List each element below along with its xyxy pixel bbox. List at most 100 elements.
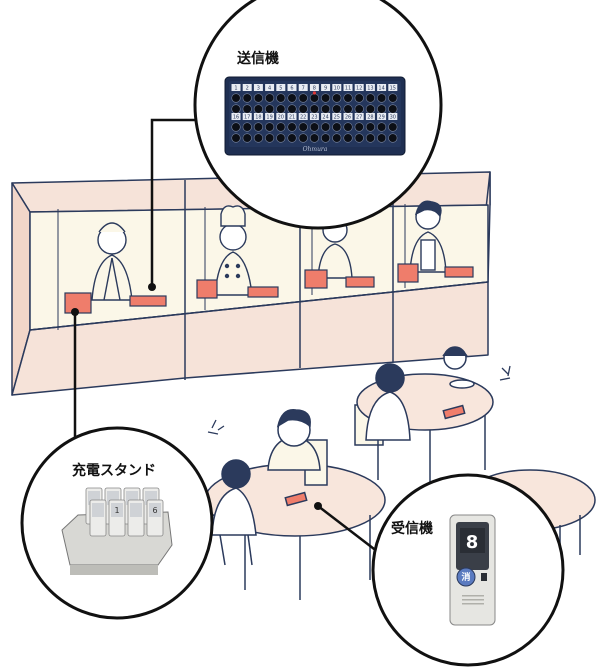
transmitter-key-button[interactable]	[377, 104, 387, 114]
transmitter-key-button[interactable]	[388, 122, 398, 132]
transmitter-key-button[interactable]	[276, 122, 286, 132]
transmitter-key-button[interactable]	[242, 122, 252, 132]
transmitter-key-button[interactable]	[377, 122, 387, 132]
transmitter-key-button[interactable]	[332, 133, 342, 143]
transmitter-key-label-bg	[276, 84, 286, 91]
transmitter-key-number: 20	[278, 115, 284, 121]
receiver-device: 8 消	[449, 514, 496, 626]
staff-chef-1	[91, 222, 133, 301]
transmitter-key-button[interactable]	[298, 93, 308, 103]
transmitter-key-button[interactable]	[343, 122, 353, 132]
transmitter-key-button[interactable]	[365, 133, 376, 143]
transmitter-key-button[interactable]	[231, 104, 241, 114]
transmitter-key-button[interactable]	[265, 93, 275, 103]
transmitter-key-number: 1	[234, 86, 237, 92]
transmitter-key-label-bg	[365, 84, 375, 91]
transmitter-key-button[interactable]	[354, 104, 364, 114]
transmitter-key-button[interactable]	[343, 104, 353, 114]
transmitter-key-button[interactable]	[365, 104, 376, 114]
transmitter-key-number: 18	[255, 115, 261, 121]
transmitter-key-number: 25	[334, 115, 340, 121]
transmitter-key-button[interactable]	[287, 93, 297, 103]
transmitter-key-button[interactable]	[298, 104, 308, 114]
transmitter-key-button[interactable]	[388, 104, 398, 114]
transmitter-key-button[interactable]	[388, 133, 398, 143]
transmitter-brand-logo: Ohmura	[303, 146, 328, 153]
table-back	[354, 346, 494, 485]
transmitter-key-button[interactable]	[287, 122, 297, 132]
transmitter-key-button[interactable]	[276, 133, 286, 143]
transmitter-key-button[interactable]	[354, 133, 364, 143]
transmitter-key-button[interactable]	[309, 93, 320, 103]
transmitter-key-number: 9	[324, 86, 327, 92]
transmitter-key-button[interactable]	[343, 93, 353, 103]
transmitter-key-label-bg	[354, 113, 364, 120]
transmitter-key-button[interactable]	[231, 133, 241, 143]
transmitter-key-button[interactable]	[388, 93, 398, 103]
transmitter-key-button[interactable]	[287, 104, 297, 114]
transmitter-key-button[interactable]	[365, 93, 376, 103]
charging-pager-screen	[111, 503, 123, 517]
transmitter-key-button[interactable]	[265, 122, 275, 132]
transmitter-key-button[interactable]	[343, 133, 353, 143]
transmitter-key-number: 2	[246, 86, 249, 92]
transmitter-key-number: 14	[378, 86, 384, 92]
transmitter-key-label-bg	[354, 84, 364, 91]
transmitter-key-button[interactable]	[231, 122, 241, 132]
transmitter-key-button[interactable]	[321, 133, 331, 143]
transmitter-key-button[interactable]	[321, 93, 331, 103]
transmitter-key-number: 12	[356, 86, 362, 92]
transmitter-key-number: 21	[289, 115, 295, 121]
transmitter-key-label-bg	[265, 113, 275, 120]
transmitter-key-number: 6	[290, 86, 293, 92]
charging-pager-number: 6	[152, 506, 157, 515]
transmitter-key-button[interactable]	[309, 133, 320, 143]
transmitter-key-button[interactable]	[298, 122, 308, 132]
transmitter-key-button[interactable]	[253, 122, 263, 132]
transmitter-key-button[interactable]	[332, 122, 342, 132]
transmitter-key-button[interactable]	[321, 122, 331, 132]
transmitter-key-number: 23	[311, 115, 317, 121]
transmitter-key-button[interactable]	[242, 133, 252, 143]
transmitter-key-button[interactable]	[332, 104, 342, 114]
transmitter-key-button[interactable]	[231, 93, 241, 103]
transmitter-key-button[interactable]	[354, 122, 364, 132]
transmitter-key-label-bg	[276, 113, 286, 120]
transmitter-key-button[interactable]	[309, 122, 320, 132]
receiver-bubble: 8 消	[371, 473, 565, 667]
transmitter-key-button[interactable]	[298, 133, 308, 143]
transmitter-key-button[interactable]	[321, 104, 331, 114]
callout-lines	[73, 118, 379, 553]
transmitter-key-button[interactable]	[265, 104, 275, 114]
transmitter-key-button[interactable]	[365, 122, 376, 132]
transmitter-key-button[interactable]	[377, 93, 387, 103]
transmitter-key-button[interactable]	[377, 133, 387, 143]
transmitter-key-label-bg	[253, 84, 263, 91]
transmitter-key-button[interactable]	[354, 93, 364, 103]
transmitter-key-button[interactable]	[253, 133, 263, 143]
transmitter-key-button[interactable]	[242, 93, 252, 103]
transmitter-key-button[interactable]	[253, 104, 263, 114]
transmitter-key-label-bg	[377, 113, 387, 120]
transmitter-key-label-bg	[343, 113, 353, 120]
transmitter-key-button[interactable]	[265, 133, 275, 143]
charging-pager-number: 1	[114, 506, 119, 515]
transmitter-key-button[interactable]	[242, 104, 252, 114]
transmitter-key-label-bg	[265, 84, 275, 91]
transmitter-key-button[interactable]	[287, 133, 297, 143]
transmitter-key-button[interactable]	[309, 104, 320, 114]
transmitter-key-label-bg	[287, 113, 297, 120]
transmitter-key-button[interactable]	[253, 93, 263, 103]
callout-dots	[71, 283, 322, 510]
transmitter-key-button[interactable]	[276, 104, 286, 114]
table-front	[204, 409, 386, 600]
transmitter-key-button[interactable]	[276, 93, 286, 103]
transmitter-key-number: 15	[390, 86, 396, 92]
transmitter-key-button[interactable]	[332, 93, 342, 103]
